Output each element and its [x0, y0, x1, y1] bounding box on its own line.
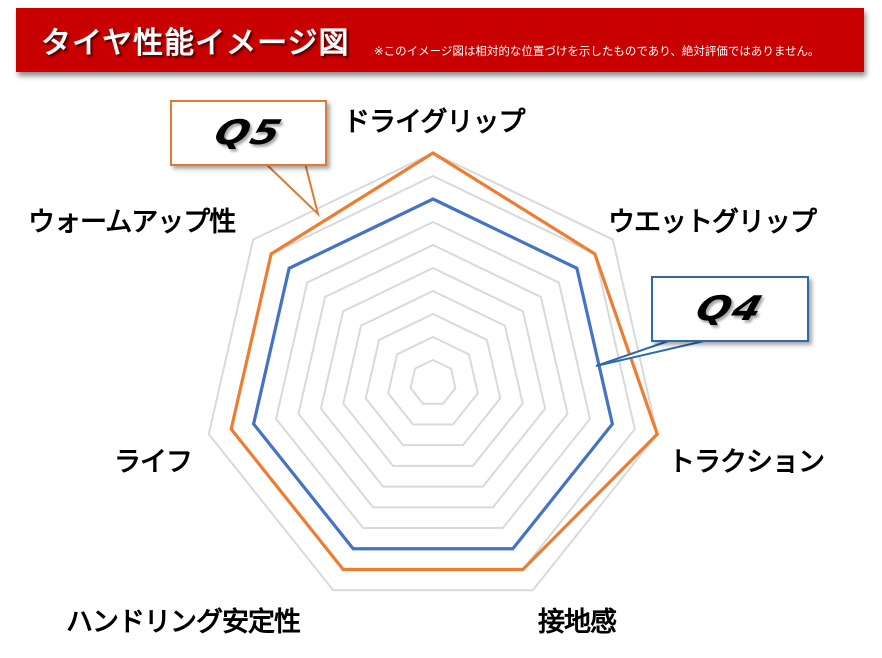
grid-ring — [207, 151, 659, 592]
axis-label-traction: トラクション — [668, 447, 825, 478]
axis-label-contact-feel: 接地感 — [538, 607, 617, 638]
q5-callout-pointer — [264, 162, 320, 218]
header-banner: タイヤ性能イメージ図 ※このイメージ図は相対的な位置づけを示したものであり、絶対… — [16, 8, 864, 72]
legend-callout-q5: Q5 — [170, 100, 327, 166]
axis-label-life: ライフ — [114, 447, 193, 478]
grid-ring — [230, 174, 636, 571]
legend-callout-q4: Q4 — [651, 276, 809, 342]
disclaimer-note: ※このイメージ図は相対的な位置づけを示したものであり、絶対評価ではありません。 — [374, 44, 820, 58]
axis-label-wet-grip: ウエットグリップ — [608, 207, 817, 238]
grid-ring — [274, 220, 592, 530]
series-q4 — [251, 197, 615, 551]
page-title: タイヤ性能イメージ図 — [41, 26, 350, 61]
q4-logo: Q4 — [690, 289, 770, 329]
grid-ring — [387, 335, 479, 426]
axis-label-handling-stability: ハンドリング安定性 — [66, 607, 301, 638]
grid-ring — [342, 289, 524, 467]
series-q5 — [229, 151, 660, 572]
axis-label-warmup: ウォームアップ性 — [28, 207, 236, 238]
axis-label-dry-grip: ドライグリップ — [343, 107, 525, 138]
grid-ring — [319, 266, 547, 488]
q5-logo: Q5 — [209, 113, 288, 153]
grid-ring — [409, 358, 457, 405]
q4-callout-pointer — [595, 337, 718, 367]
grid-ring — [297, 243, 569, 509]
grid-ring — [364, 312, 502, 447]
